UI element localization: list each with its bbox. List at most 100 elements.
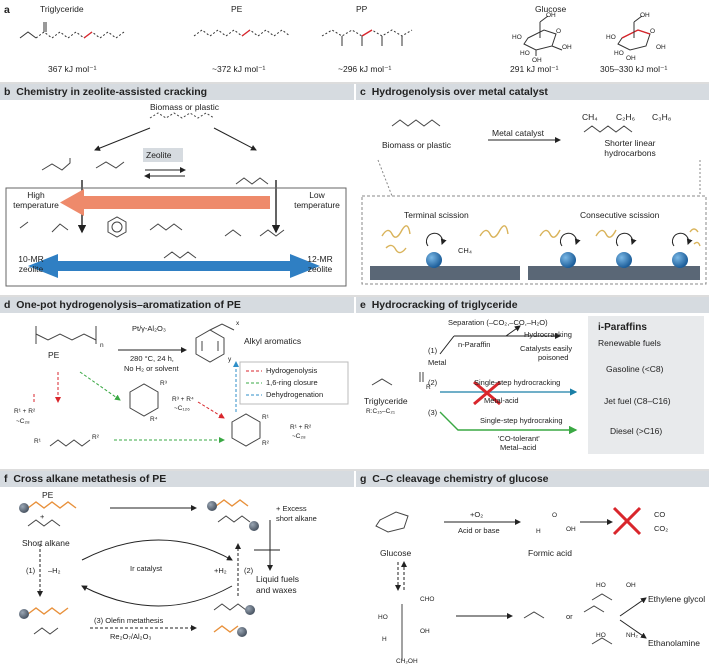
fischer-ho: HO [378, 614, 388, 621]
panel-g-letter: g [360, 473, 367, 485]
r1-plus-r2-right: R¹ + R² [290, 424, 312, 431]
glucose-g-label: Glucose [380, 548, 412, 558]
glucose-oh-top: OH [546, 12, 556, 19]
legend-dehydrogenation: Dehydrogenation [266, 390, 324, 399]
conditions-temp: 280 °C, 24 h, [130, 354, 174, 363]
ethanolamine-label: Ethanolamine [648, 638, 700, 648]
fischer-h: H [382, 636, 387, 643]
co2-label: CO₂ [654, 524, 669, 533]
pt-catalyst: Pt/γ-Al₂O₃ [132, 324, 166, 333]
route-2-label: (2) [428, 378, 438, 387]
glucose-label: Glucose [535, 4, 567, 14]
conditions-no-h2: No H₂ or solvent [124, 364, 179, 373]
step-3-label: (3) Olefin metathesis [94, 616, 164, 625]
metal-acid-3: Metal–acid [500, 443, 537, 452]
c126-label: ~C₁₂₆ [174, 405, 190, 412]
ethylene-glycol-label: Ethylene glycol [648, 594, 706, 604]
excess-line-2: short alkane [276, 514, 317, 523]
legend-ring-closure: 1,6-ring closure [266, 378, 318, 387]
triglyceride-energy: 367 kJ mol⁻¹ [48, 64, 97, 74]
panel-b-title-text: Chemistry in zeolite-assisted cracking [16, 86, 208, 98]
glucose2-oh-right: OH [656, 44, 666, 51]
glucose2-ring-o: O [650, 28, 656, 35]
panel-d-graphics [0, 295, 709, 447]
metal-acid-2: Metal-acid [484, 396, 519, 405]
single-step-2: Single-step hydrocracking [474, 378, 561, 387]
panel-b-feed: Biomass or plastic [150, 102, 219, 112]
cho-label: CHO [420, 596, 435, 603]
terminal-scission-label: Terminal scission [404, 210, 469, 220]
glucose-oh-bottom: OH [532, 57, 542, 64]
fuels-line-1: Liquid fuels [256, 574, 300, 584]
glucose-cc-energy: 305–330 kJ mol⁻¹ [600, 64, 668, 74]
consecutive-scission-label: Consecutive scission [580, 210, 660, 220]
formic-acid-label: Formic acid [528, 548, 572, 558]
c3h8-product: C₃H₈ [652, 112, 672, 122]
formic-oh: OH [566, 526, 576, 533]
panel-f-title: f Cross alkane metathesis of PE [4, 473, 166, 485]
panel-d-title: d One-pot hydrogenolysis–aromatization o… [4, 299, 241, 311]
glucose-ho-1: HO [512, 34, 522, 41]
panel-c-letter: c [360, 86, 366, 98]
c28-left: ~C₂₈ [16, 418, 30, 425]
pe-energy: ~372 kJ mol⁻¹ [212, 64, 266, 74]
glucose2-oh-bottom: OH [626, 55, 636, 62]
co-label: CO [654, 510, 666, 519]
eg-oh: OH [626, 582, 636, 589]
poisoned-line-1: Catalysts easily [520, 344, 573, 353]
glucose-ring-o: O [556, 28, 562, 35]
separation-label: Separation (–CO₂,–CO,–H₂O) [448, 318, 548, 327]
panel-e-title: e Hydrocracking of triglyceride [360, 299, 518, 311]
plus-h2-label: +H₂ [214, 566, 227, 575]
panel-c-title: c Hydrogenolysis over metal catalyst [360, 86, 548, 98]
fuels-line-2: and waxes [256, 585, 297, 595]
diesel-label: Diesel (>C16) [610, 426, 663, 436]
panel-d-title-text: One-pot hydrogenolysis–aromatization of … [16, 299, 241, 311]
short-alkane-label: Short alkane [22, 538, 70, 548]
chain-r1: R¹ [34, 438, 41, 445]
panel-b-graphics [0, 82, 709, 287]
pp-label: PP [356, 4, 368, 14]
ch2oh-label: CH₂OH [396, 658, 418, 665]
step-2-label: (2) [244, 566, 254, 575]
panel-e-graphics [371, 316, 704, 454]
panel-c-feed: Biomass or plastic [382, 140, 451, 150]
glucose-energy: 291 kJ mol⁻¹ [510, 64, 559, 74]
ea-nh2: NH₂ [626, 632, 638, 639]
alkyl-aromatics-label: Alkyl aromatics [244, 336, 302, 346]
zeolite-label: Zeolite [146, 150, 172, 160]
c2h6-product: C₂H₆ [616, 112, 636, 122]
n-paraffin-label: n-Paraffin [458, 340, 491, 349]
panel-a-structures [19, 15, 651, 56]
step-1-label: (1) [26, 566, 36, 575]
metal-label: Metal [428, 358, 447, 367]
panel-b-title: b Chemistry in zeolite-assisted cracking [4, 86, 207, 98]
eg-ho: HO [596, 582, 606, 589]
glucose2-ho-2: HO [614, 50, 624, 57]
fischer-oh: OH [420, 628, 430, 635]
high-temp-label: High temperature [13, 190, 59, 210]
gasoline-label: Gasoline (<C8) [606, 364, 664, 374]
ring-r2: R² [262, 440, 269, 447]
ch4-product: CH₄ [582, 112, 598, 122]
glucose2-oh-top: OH [640, 12, 650, 19]
panel-c-graphics [361, 119, 707, 285]
triglyceride-r-range: R:C₁₅–C₂₁ [366, 408, 396, 415]
panel-g-title: g C–C cleavage chemistry of glucose [360, 473, 549, 485]
chain-r2: R² [92, 434, 99, 441]
route-3-label: (3) [428, 408, 438, 417]
panel-e-letter: e [360, 299, 366, 311]
i-paraffins-label: i-Paraffins [598, 322, 647, 333]
panel-c-title-text: Hydrogenolysis over metal catalyst [371, 86, 548, 98]
panel-f-title-text: Cross alkane metathesis of PE [13, 473, 167, 485]
r1-plus-r2-left: R¹ + R² [14, 408, 36, 415]
panel-d-letter: d [4, 299, 11, 311]
glucose-oh-right: OH [562, 44, 572, 51]
re2o7-label: Re₂O₇/Al₂O₃ [110, 632, 152, 641]
poisoned-line-2: poisoned [538, 353, 569, 362]
panel-e-title-text: Hydrocracking of triglyceride [371, 299, 518, 311]
panel-f-graphics [0, 469, 709, 637]
12mr-zeolite-label: 12-MR zeolite [307, 254, 333, 274]
panel-f-letter: f [4, 473, 8, 485]
